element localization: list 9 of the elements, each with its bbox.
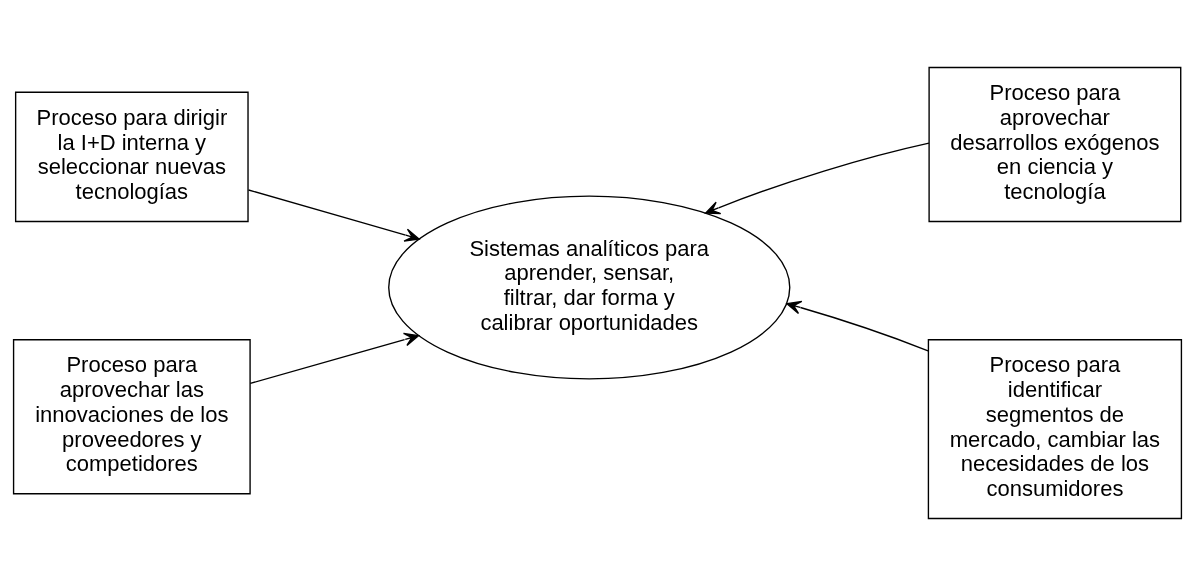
node-box: Proceso para aprovechar las innovaciones de los proveedores y competidores bbox=[12, 339, 251, 495]
node-box: Proceso para dirigir la I+D interna y seleccionar nuevas tecnologías bbox=[14, 91, 249, 223]
node-ellipse: Sistemas analíticos para aprender, sensar, filtrar, dar forma y calibrar oportunidades bbox=[388, 195, 791, 380]
node-box: Proceso para identificar segmentos de mercado, cambiar las necesidades de los consumidores bbox=[927, 339, 1183, 520]
node-box: Proceso para aprovechar desarrollos exógenos en ciencia y tecnología bbox=[928, 66, 1182, 223]
arrow bbox=[249, 332, 420, 385]
arrow bbox=[704, 142, 930, 215]
arrow bbox=[247, 189, 420, 242]
arrow bbox=[786, 300, 929, 352]
